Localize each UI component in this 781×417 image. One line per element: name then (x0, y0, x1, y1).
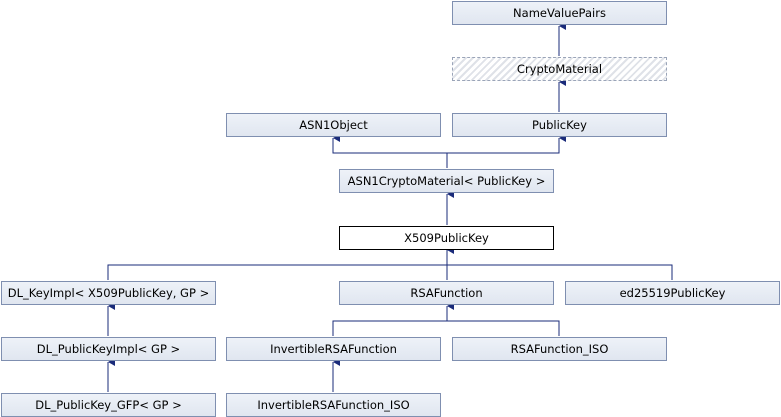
edge-ed25519-x509 (447, 264, 673, 280)
node-dl-keyimpl[interactable]: DL_KeyImpl< X509PublicKey, GP > (1, 281, 216, 305)
node-cryptomaterial[interactable]: CryptoMaterial (452, 57, 667, 81)
edge-asn1cm-publickey (447, 134, 566, 154)
node-invertiblersafunction-iso[interactable]: InvertibleRSAFunction_ISO (226, 393, 441, 417)
edge-invrsa-rsafunction (332, 320, 447, 336)
node-dl-publickey-gfp[interactable]: DL_PublicKey_GFP< GP > (1, 393, 216, 417)
node-asn1object[interactable]: ASN1Object (226, 113, 441, 137)
node-publickey[interactable]: PublicKey (452, 113, 667, 137)
edge-dlkeyimpl-x509 (107, 264, 447, 280)
node-ed25519publickey[interactable]: ed25519PublicKey (565, 281, 780, 305)
edge-asn1cm-asn1object (332, 134, 447, 154)
node-asn1cryptomaterial-publickey[interactable]: ASN1CryptoMaterial< PublicKey > (339, 169, 554, 193)
node-dl-publickeyimpl[interactable]: DL_PublicKeyImpl< GP > (1, 337, 216, 361)
node-namevaluepairs[interactable]: NameValuePairs (452, 1, 667, 25)
node-rsafunction[interactable]: RSAFunction (339, 281, 554, 305)
node-x509publickey[interactable]: X509PublicKey (339, 226, 554, 250)
node-rsafunction-iso[interactable]: RSAFunction_ISO (452, 337, 667, 361)
node-invertiblersafunction[interactable]: InvertibleRSAFunction (226, 337, 441, 361)
edge-rsaiso-rsafunction (447, 320, 560, 336)
